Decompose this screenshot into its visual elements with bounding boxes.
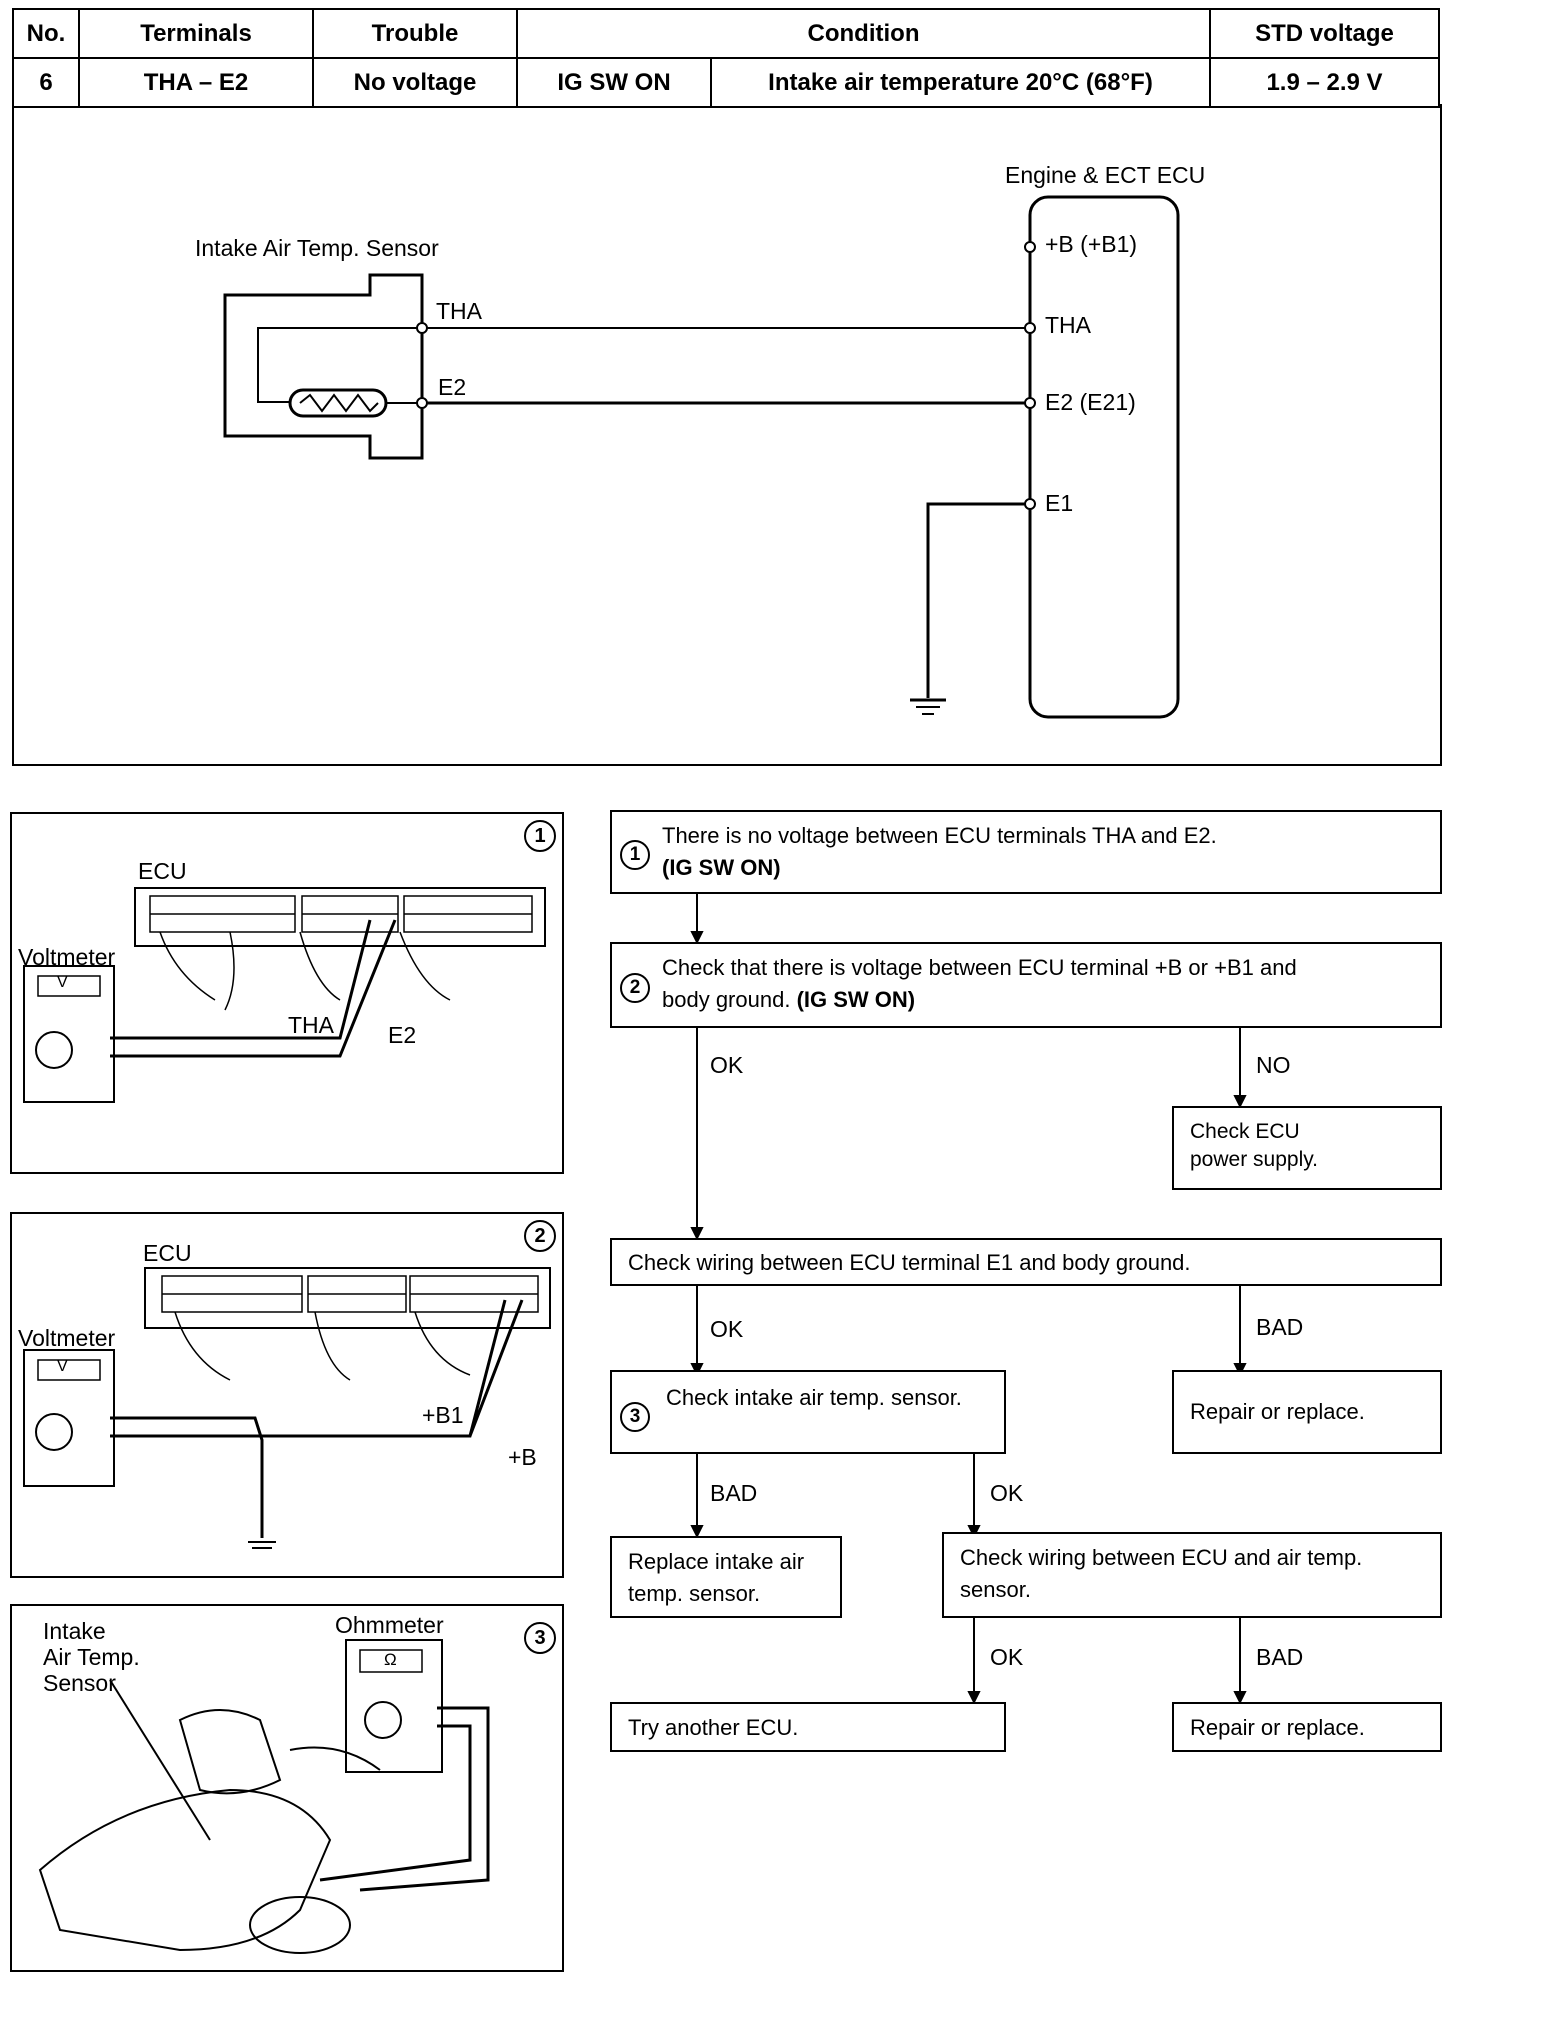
flow-repair-1: Repair or replace. [1172, 1370, 1442, 1454]
flow-step-3-number: 3 [620, 1402, 650, 1432]
ecu-title: Engine & ECT ECU [1005, 162, 1206, 188]
col-no: No. [12, 8, 80, 59]
flow-replace-sensor-b: temp. sensor. [628, 1581, 761, 1606]
flow-repair-2: Repair or replace. [1172, 1702, 1442, 1752]
sensor-title: Intake Air Temp. Sensor [195, 235, 439, 261]
flow-replace-sensor-a: Replace intake air [628, 1549, 805, 1574]
flow-ok-3: OK [990, 1480, 1024, 1506]
sensor-body [223, 273, 424, 460]
sensor-label-e2: E2 [438, 374, 467, 400]
voltmeter-1 [23, 965, 115, 1103]
figure-2-probe-b: +B [508, 1444, 537, 1470]
figure-1-number: 1 [524, 820, 556, 852]
spec-table-header-row: No. Terminals Trouble Condition STD volt… [12, 8, 1440, 59]
thermistor-zigzag [299, 393, 379, 413]
ecu-terminal-b [1024, 241, 1036, 253]
voltmeter-2 [23, 1349, 115, 1487]
flow-check-power-b: power supply. [1190, 1148, 1319, 1171]
ecu-terminal-e2 [1024, 397, 1036, 409]
col-trouble: Trouble [312, 8, 518, 59]
ecu-label-e2: E2 (E21) [1045, 389, 1136, 415]
col-condition: Condition [516, 8, 1211, 59]
cell-condition-temp: Intake air temperature 20°C (68°F) [710, 57, 1211, 108]
flow-check-power: Check ECU power supply. [1172, 1106, 1442, 1190]
figure-3-sensor-line3: Sensor [43, 1670, 116, 1696]
figure-3-sensor-line2: Air Temp. [43, 1644, 140, 1670]
figure-2-meter-label: Voltmeter [18, 1325, 116, 1351]
ecu-label-e1: E1 [1045, 490, 1074, 516]
flow-bad-4: BAD [1256, 1644, 1304, 1670]
flow-step-1-text: There is no voltage between ECU terminal… [662, 823, 1217, 848]
ecu-box [1028, 195, 1180, 719]
flow-step-3: 3 Check intake air temp. sensor. [610, 1370, 1006, 1454]
wire-e1-ground [926, 502, 1025, 698]
figure-2-meter-face: V [57, 1358, 68, 1375]
flow-check-e1-text: Check wiring between ECU terminal E1 and… [628, 1250, 1191, 1275]
ecu-connector-1 [134, 887, 546, 947]
figure-2-probe-b1: +B1 [422, 1402, 464, 1428]
flow-check-wiring: Check wiring between ECU and air temp. s… [942, 1532, 1442, 1618]
sensor-label-tha: THA [436, 298, 482, 324]
flow-step-1-number: 1 [620, 840, 650, 870]
cell-trouble: No voltage [312, 57, 518, 108]
flow-bad-2: BAD [1256, 1314, 1304, 1340]
flow-step-2-number: 2 [620, 973, 650, 1003]
figure-1-meter-face: V [57, 974, 68, 991]
flow-step-1-condition: (IG SW ON) [662, 855, 781, 880]
figure-1-probe-tha: THA [288, 1012, 334, 1038]
figure-3-meter-label: Ohmmeter [335, 1612, 444, 1638]
figure-3-frame [10, 1604, 564, 1972]
flow-try-ecu-text: Try another ECU. [628, 1715, 799, 1740]
flow-bad-3: BAD [710, 1480, 758, 1506]
flow-ok-1: OK [710, 1052, 744, 1078]
spec-table: No. Terminals Trouble Condition STD volt… [12, 8, 1440, 108]
col-terminals: Terminals [78, 8, 314, 59]
ecu-label-tha: THA [1045, 312, 1091, 338]
figure-2-ecu-label: ECU [143, 1240, 192, 1266]
flow-no-1: NO [1256, 1052, 1291, 1078]
figure-3-number: 3 [524, 1622, 556, 1654]
ground-symbol [910, 698, 946, 715]
flow-ok-4: OK [990, 1644, 1024, 1670]
sensor-inner-wire [257, 327, 422, 403]
figure-3-meter-face: Ω [384, 1650, 397, 1669]
cell-condition-switch: IG SW ON [516, 57, 712, 108]
wiring-diagram-frame [12, 104, 1442, 766]
flow-step-2: 2 Check that there is voltage between EC… [610, 942, 1442, 1028]
flow-repair-2-text: Repair or replace. [1190, 1715, 1365, 1740]
flow-step-2-text-b: body ground. [662, 987, 791, 1012]
figure-1-frame [10, 812, 564, 1174]
flow-step-1: 1 There is no voltage between ECU termin… [610, 810, 1442, 894]
ecu-connector-2 [144, 1267, 551, 1329]
ecu-terminal-tha [1024, 322, 1036, 334]
flow-step-3-text: Check intake air temp. sensor. [666, 1385, 962, 1410]
flow-try-ecu: Try another ECU. [610, 1702, 1006, 1752]
figure-2-number: 2 [524, 1220, 556, 1252]
cell-std-voltage: 1.9 – 2.9 V [1209, 57, 1440, 108]
figure-1-ecu-label: ECU [138, 858, 187, 884]
figure-1-probe-e2: E2 [388, 1022, 417, 1048]
flow-repair-1-text: Repair or replace. [1190, 1399, 1365, 1424]
spec-table-row: 6 THA – E2 No voltage IG SW ON Intake ai… [12, 57, 1440, 108]
flow-check-wiring-a: Check wiring between ECU and air temp. [960, 1545, 1363, 1570]
flow-replace-sensor: Replace intake air temp. sensor. [610, 1536, 842, 1618]
flow-check-power-a: Check ECU [1190, 1120, 1300, 1143]
flow-check-wiring-b: sensor. [960, 1577, 1031, 1602]
figure-2-frame [10, 1212, 564, 1578]
figure-3-sensor-line1: Intake [43, 1618, 106, 1644]
cell-terminals: THA – E2 [78, 57, 314, 108]
flow-check-e1: Check wiring between ECU terminal E1 and… [610, 1238, 1442, 1286]
col-std-voltage: STD voltage [1209, 8, 1440, 59]
flow-ok-2: OK [710, 1316, 744, 1342]
flow-step-2-condition: (IG SW ON) [796, 987, 916, 1012]
figure-2-ground [248, 1541, 276, 1549]
cell-no: 6 [12, 57, 80, 108]
flow-step-2-text-a: Check that there is voltage between ECU … [662, 955, 1297, 980]
ecu-label-b: +B (+B1) [1045, 231, 1138, 257]
